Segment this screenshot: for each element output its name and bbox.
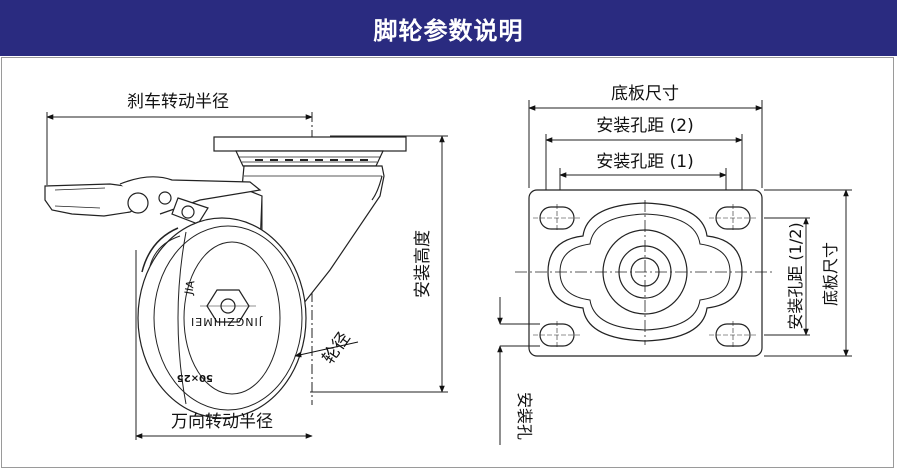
swivel-radius-label: 万向转动半径 xyxy=(171,412,273,432)
content-frame xyxy=(1,57,894,468)
mount-hole-label: 安装孔 xyxy=(515,392,534,440)
wheel-size-text: 50×25 xyxy=(177,372,213,383)
page-title: 脚轮参数说明 xyxy=(373,16,524,45)
wheel-brand-top: JIA xyxy=(182,279,197,297)
brake-swivel-radius-label: 刹车转动半径 xyxy=(127,92,229,112)
wheel-diameter-label: 轮径 xyxy=(319,329,355,368)
plate-size-side-label: 底板尺寸 xyxy=(821,242,840,306)
top-view xyxy=(497,100,852,445)
wheel-brand-main: JINGZHIMEI xyxy=(190,315,263,328)
plate-size-label: 底板尺寸 xyxy=(611,84,679,104)
header-bar: 脚轮参数说明 xyxy=(0,0,897,56)
hole-spacing-2-label: 安装孔距 (2) xyxy=(596,116,693,136)
side-view xyxy=(44,112,448,440)
hole-spacing-1-label: 安装孔距 (1) xyxy=(596,152,693,172)
hole-spacing-half-label: 安装孔距 (1/2) xyxy=(786,222,805,329)
mount-height-label: 安装高度 xyxy=(413,230,433,298)
